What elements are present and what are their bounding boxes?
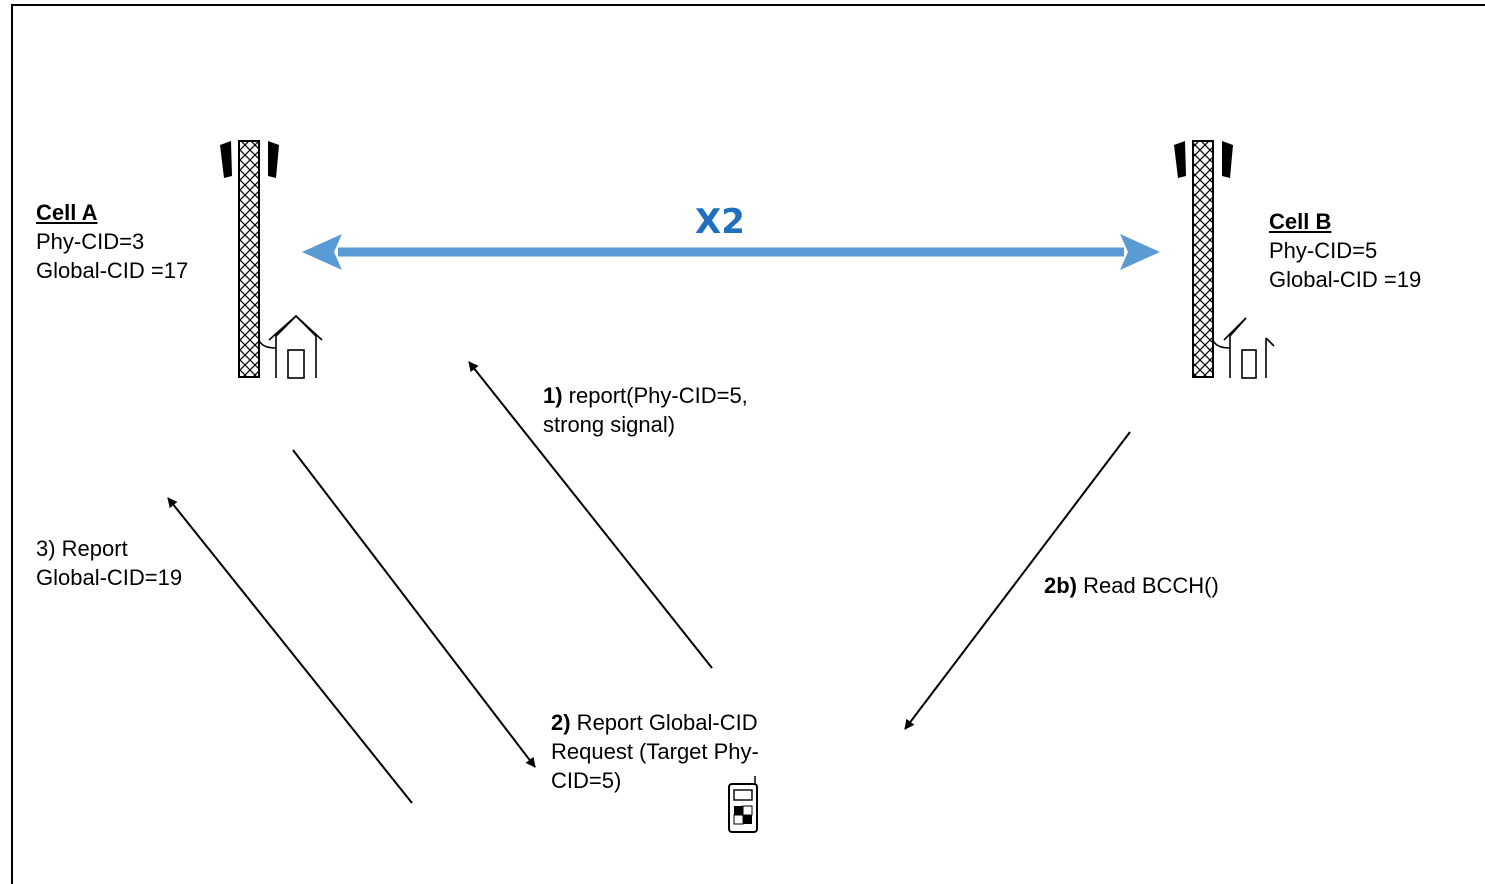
cell-b-global-cid: Global-CID =19: [1269, 267, 1422, 292]
step2b-text: Read BCCH(): [1077, 573, 1219, 598]
step2-text-line2: Request (Target Phy-: [551, 739, 759, 764]
step3-text-line1: 3) Report: [36, 536, 128, 561]
step2b-label: 2b) Read BCCH(): [1044, 571, 1219, 600]
step2-number: 2): [551, 710, 571, 735]
cell-a-info: Cell A Phy-CID=3 Global-CID =17: [36, 198, 188, 285]
diagram-frame: [11, 4, 1485, 884]
step1-text: report(Phy-CID=5,: [562, 383, 748, 408]
step2b-arrow: [904, 431, 1131, 730]
cell-a-phy-cid: Phy-CID=3: [36, 229, 145, 254]
cell-a-tower-icon: [220, 140, 323, 379]
step1-arrow: [468, 361, 713, 669]
step1-number: 1): [543, 383, 563, 408]
cell-b-tower-icon: [1174, 140, 1275, 379]
step2-text-line3: CID=5): [551, 768, 622, 793]
step1-text-line2: strong signal): [543, 412, 676, 437]
step3-arrow: [167, 497, 413, 804]
x2-interface-arrow: [302, 234, 1160, 270]
step2-text: Report Global-CID: [570, 710, 758, 735]
cell-b-info: Cell B Phy-CID=5 Global-CID =19: [1269, 207, 1421, 294]
step1-label: 1) report(Phy-CID=5, strong signal): [543, 381, 748, 439]
step2-label: 2) Report Global-CID Request (Target Phy…: [551, 708, 759, 795]
cell-a-title: Cell A: [36, 200, 98, 225]
step2b-number: 2b): [1044, 573, 1077, 598]
mobile-phone-icon: [728, 776, 758, 833]
x2-label: X2: [695, 202, 745, 242]
step3-text-line2: Global-CID=19: [36, 565, 183, 590]
step3-label: 3) Report Global-CID=19: [36, 534, 182, 592]
cell-b-phy-cid: Phy-CID=5: [1269, 238, 1378, 263]
cell-b-title: Cell B: [1269, 209, 1332, 234]
cell-a-global-cid: Global-CID =17: [36, 258, 189, 283]
step2-arrow: [292, 449, 536, 768]
